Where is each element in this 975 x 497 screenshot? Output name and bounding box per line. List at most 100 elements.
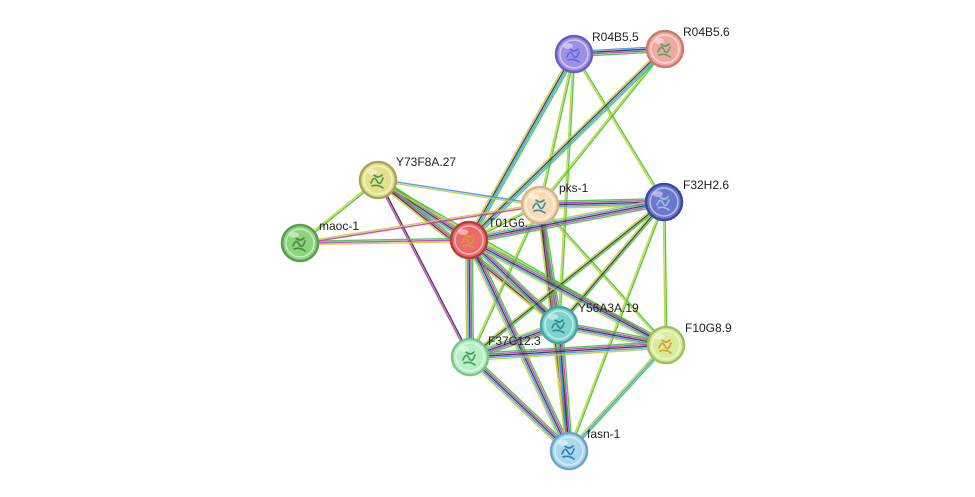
edge-evidence-line — [299, 203, 540, 243]
node-highlight-ring — [554, 436, 584, 466]
edge-evidence-line — [558, 201, 665, 326]
node-shine — [367, 169, 377, 175]
node-f37c12-3[interactable]: F37C12.3 — [450, 334, 541, 377]
edge-evidence-line — [468, 199, 664, 240]
edge-f37c12-3-f10g8-9[interactable] — [469, 340, 667, 362]
edge-evidence-line — [569, 345, 668, 453]
node-shine — [458, 229, 468, 235]
edge-r04b5-5-f32h2-6[interactable] — [572, 53, 666, 203]
edge-evidence-line — [468, 239, 570, 452]
node-maoc-1[interactable]: maoc-1 — [280, 219, 359, 263]
edge-r04b5-5-y56a3a-19[interactable] — [557, 53, 576, 326]
edge-y73f8a-27-f10g8-9[interactable] — [377, 178, 667, 347]
edge-y73f8a-27-pks-1[interactable] — [377, 178, 541, 207]
edge-evidence-line — [559, 54, 576, 326]
node-label: Y73F8A.27 — [396, 155, 456, 169]
edge-evidence-line — [299, 237, 469, 242]
node-highlight-ring — [649, 187, 679, 217]
edge-evidence-line — [469, 202, 665, 243]
protein-structure-icon — [462, 351, 476, 366]
edge-evidence-line — [471, 354, 572, 450]
edge-r04b5-5-pks-1[interactable] — [538, 53, 576, 206]
edge-evidence-line — [470, 239, 473, 357]
edge-maoc-1-pks-1[interactable] — [299, 203, 541, 245]
edge-f32h2-6-f10g8-9[interactable] — [662, 201, 668, 346]
edge-f37c12-3-fasn-1[interactable] — [467, 354, 572, 454]
edge-evidence-line — [470, 346, 667, 360]
protein-structure-icon — [656, 196, 670, 211]
node-highlight-ring — [363, 165, 393, 195]
edge-evidence-line — [540, 49, 667, 206]
edge-evidence-line — [468, 239, 471, 358]
edge-t01g6-f10g8-9[interactable] — [467, 236, 668, 349]
node-circle — [554, 34, 594, 74]
edge-evidence-line — [300, 241, 470, 246]
edge-evidence-line — [469, 342, 666, 356]
edge-evidence-line — [568, 344, 667, 452]
edge-evidence-line — [378, 179, 472, 357]
edge-evidence-line — [469, 49, 667, 242]
edge-evidence-line — [538, 205, 666, 347]
edge-evidence-line — [466, 240, 469, 358]
node-r04b5-5[interactable]: R04B5.5 — [554, 30, 639, 74]
node-fasn-1[interactable]: fasn-1 — [549, 427, 621, 471]
edge-evidence-line — [468, 201, 665, 241]
node-circle — [644, 182, 684, 222]
node-shine — [654, 38, 664, 44]
edge-maoc-1-t01g6[interactable] — [299, 237, 470, 246]
edge-evidence-line — [469, 237, 668, 345]
edge-evidence-line — [299, 239, 470, 244]
node-circle — [450, 337, 490, 377]
edge-evidence-line — [554, 325, 567, 452]
edge-evidence-line — [471, 238, 573, 450]
node-shine — [558, 440, 568, 446]
node-circle — [645, 29, 685, 69]
node-highlight-ring — [285, 228, 315, 258]
edge-evidence-line — [468, 357, 569, 453]
edge-evidence-line — [470, 54, 577, 242]
node-y56a3a-19[interactable]: Y56A3A.19 — [539, 301, 639, 345]
edge-evidence-line — [467, 358, 568, 454]
edge-evidence-line — [469, 356, 570, 452]
edge-evidence-line — [539, 199, 664, 204]
node-f32h2-6[interactable]: F32H2.6 — [644, 178, 729, 222]
node-shine — [653, 191, 663, 197]
node-label: F32H2.6 — [683, 178, 729, 192]
edge-evidence-line — [467, 47, 665, 240]
node-label: R04B5.5 — [592, 30, 639, 44]
edge-f32h2-6-f37c12-3[interactable] — [468, 200, 666, 359]
edge-evidence-line — [662, 202, 666, 346]
edge-evidence-line — [469, 54, 576, 241]
edge-evidence-line — [467, 240, 559, 327]
edge-evidence-line — [378, 178, 541, 205]
node-f10g8-9[interactable]: F10G8.9 — [646, 321, 732, 365]
edge-y73f8a-27-f37c12-3[interactable] — [376, 179, 472, 358]
edge-r04b5-5-t01g6[interactable] — [466, 52, 577, 242]
edge-y56a3a-19-fasn-1[interactable] — [554, 324, 574, 452]
edge-f32h2-6-y56a3a-19[interactable] — [557, 200, 666, 327]
node-r04b5-6[interactable]: R04B5.6 — [645, 25, 730, 69]
edge-t01g6-fasn-1[interactable] — [465, 238, 573, 453]
node-t01g6[interactable]: T01G6. — [449, 216, 528, 260]
node-circle — [646, 325, 686, 365]
edge-f32h2-6-fasn-1[interactable] — [567, 201, 666, 452]
node-shine — [548, 314, 558, 320]
node-label: F10G8.9 — [685, 321, 732, 335]
edge-evidence-line — [467, 53, 574, 240]
node-highlight-ring — [525, 190, 555, 220]
edge-evidence-line — [538, 53, 574, 205]
node-y73f8a-27[interactable]: Y73F8A.27 — [358, 155, 456, 200]
edge-evidence-line — [470, 355, 571, 451]
node-label: pks-1 — [559, 181, 589, 195]
protein-structure-icon — [657, 43, 671, 58]
node-pks-1[interactable]: pks-1 — [520, 181, 589, 225]
edge-f32h2-6-t01g6[interactable] — [468, 197, 665, 245]
edge-f10g8-9-fasn-1[interactable] — [567, 343, 668, 453]
protein-structure-icon — [292, 237, 306, 252]
edge-t01g6-f37c12-3[interactable] — [464, 239, 475, 358]
edge-evidence-line — [567, 343, 666, 451]
node-label: maoc-1 — [319, 219, 359, 233]
protein-structure-icon — [370, 174, 384, 189]
